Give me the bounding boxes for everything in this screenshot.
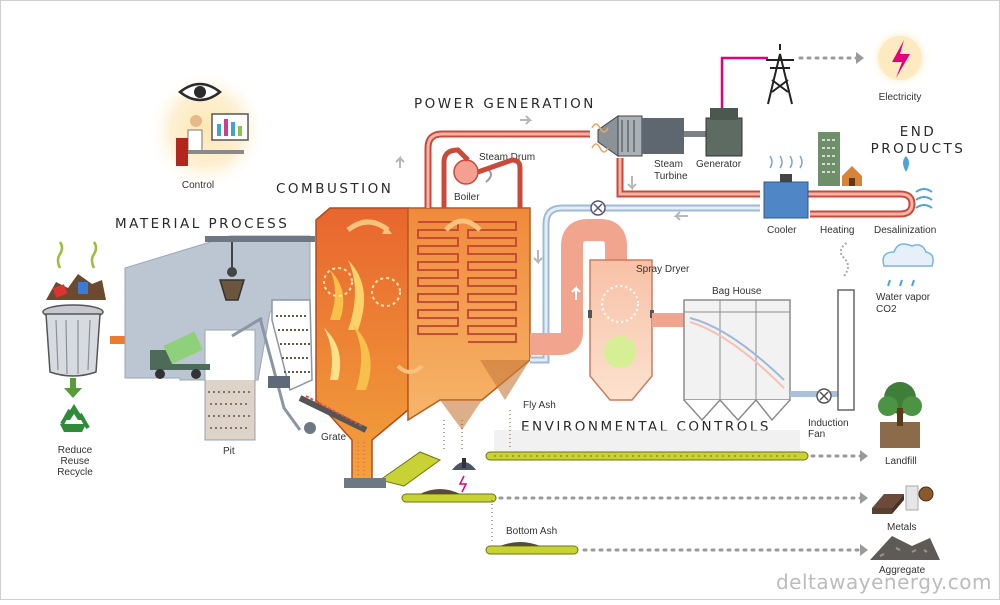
steam-pipe	[395, 115, 590, 208]
section-combustion: COMBUSTION	[276, 181, 393, 197]
stack	[837, 241, 855, 411]
arrow-icon	[860, 492, 868, 504]
arrow-icon	[856, 52, 864, 64]
turbine-shaft	[684, 131, 706, 137]
fly-ash-label: Fly Ash	[523, 400, 556, 411]
metals-label: Metals	[887, 522, 916, 533]
bottom-ash-conveyors: Bottom Ash	[344, 451, 579, 555]
aggregate-icon: Aggregate	[870, 536, 940, 576]
arrow-icon	[860, 544, 868, 556]
heating-icon: Heating	[818, 132, 862, 236]
arrow-icon	[860, 450, 868, 462]
heating-label: Heating	[820, 225, 854, 236]
spray-dryer: Spray Dryer	[588, 259, 690, 401]
boiler-label: Boiler	[454, 192, 480, 203]
bottom-ash-label: Bottom Ash	[506, 526, 557, 537]
cooler-icon: Cooler	[763, 155, 809, 236]
bag-house: Bag House	[683, 286, 791, 422]
landfill-label: Landfill	[885, 456, 917, 467]
section-material-process: MATERIAL PROCESS	[115, 216, 289, 232]
desalinization-icon: Desalinization	[874, 156, 936, 236]
generator-label: Generator	[696, 159, 742, 170]
dump-truck-icon	[150, 331, 210, 379]
cooler-label: Cooler	[767, 225, 797, 236]
feed-chute	[231, 299, 313, 431]
landfill-icon: Landfill	[878, 382, 922, 467]
condensate-loop	[530, 158, 916, 364]
generator: Generator	[696, 108, 743, 170]
electricity-label: Electricity	[879, 92, 922, 103]
eye-icon	[177, 82, 223, 102]
control-label: Control	[182, 180, 214, 191]
transmission-tower-icon	[766, 44, 794, 105]
power-line	[720, 56, 768, 108]
furnace: Grate	[298, 207, 409, 481]
crane-grab-icon	[218, 242, 246, 301]
trash-can-icon	[42, 241, 106, 377]
cloud-rain-icon	[882, 243, 934, 287]
aggregate-label: Aggregate	[879, 565, 926, 576]
magnet-icon	[452, 458, 476, 493]
grate-label: Grate	[321, 432, 346, 443]
watermark: deltawayenergy.com	[775, 570, 992, 594]
fly-ash-conveyor: Fly Ash	[443, 400, 809, 461]
electricity-icon	[868, 26, 932, 90]
boiler: Boiler	[396, 192, 531, 430]
pump-icon	[590, 200, 606, 216]
down-arrow-icon	[64, 378, 82, 398]
bag-house-label: Bag House	[712, 286, 762, 297]
control-station: Control	[147, 70, 267, 191]
pit-label: Pit	[223, 446, 235, 457]
metals-icon: Metals	[872, 485, 934, 533]
steam-drum-label: Steam Drum	[479, 152, 535, 163]
recycle-icon	[60, 404, 90, 432]
grate-motor-icon	[304, 422, 316, 434]
spray-dryer-label: Spray Dryer	[636, 264, 690, 275]
flue-duct	[530, 219, 627, 355]
operator-icon	[176, 113, 249, 166]
section-power-generation: POWER GENERATION	[414, 96, 596, 112]
desalinization-label: Desalinization	[874, 225, 936, 236]
